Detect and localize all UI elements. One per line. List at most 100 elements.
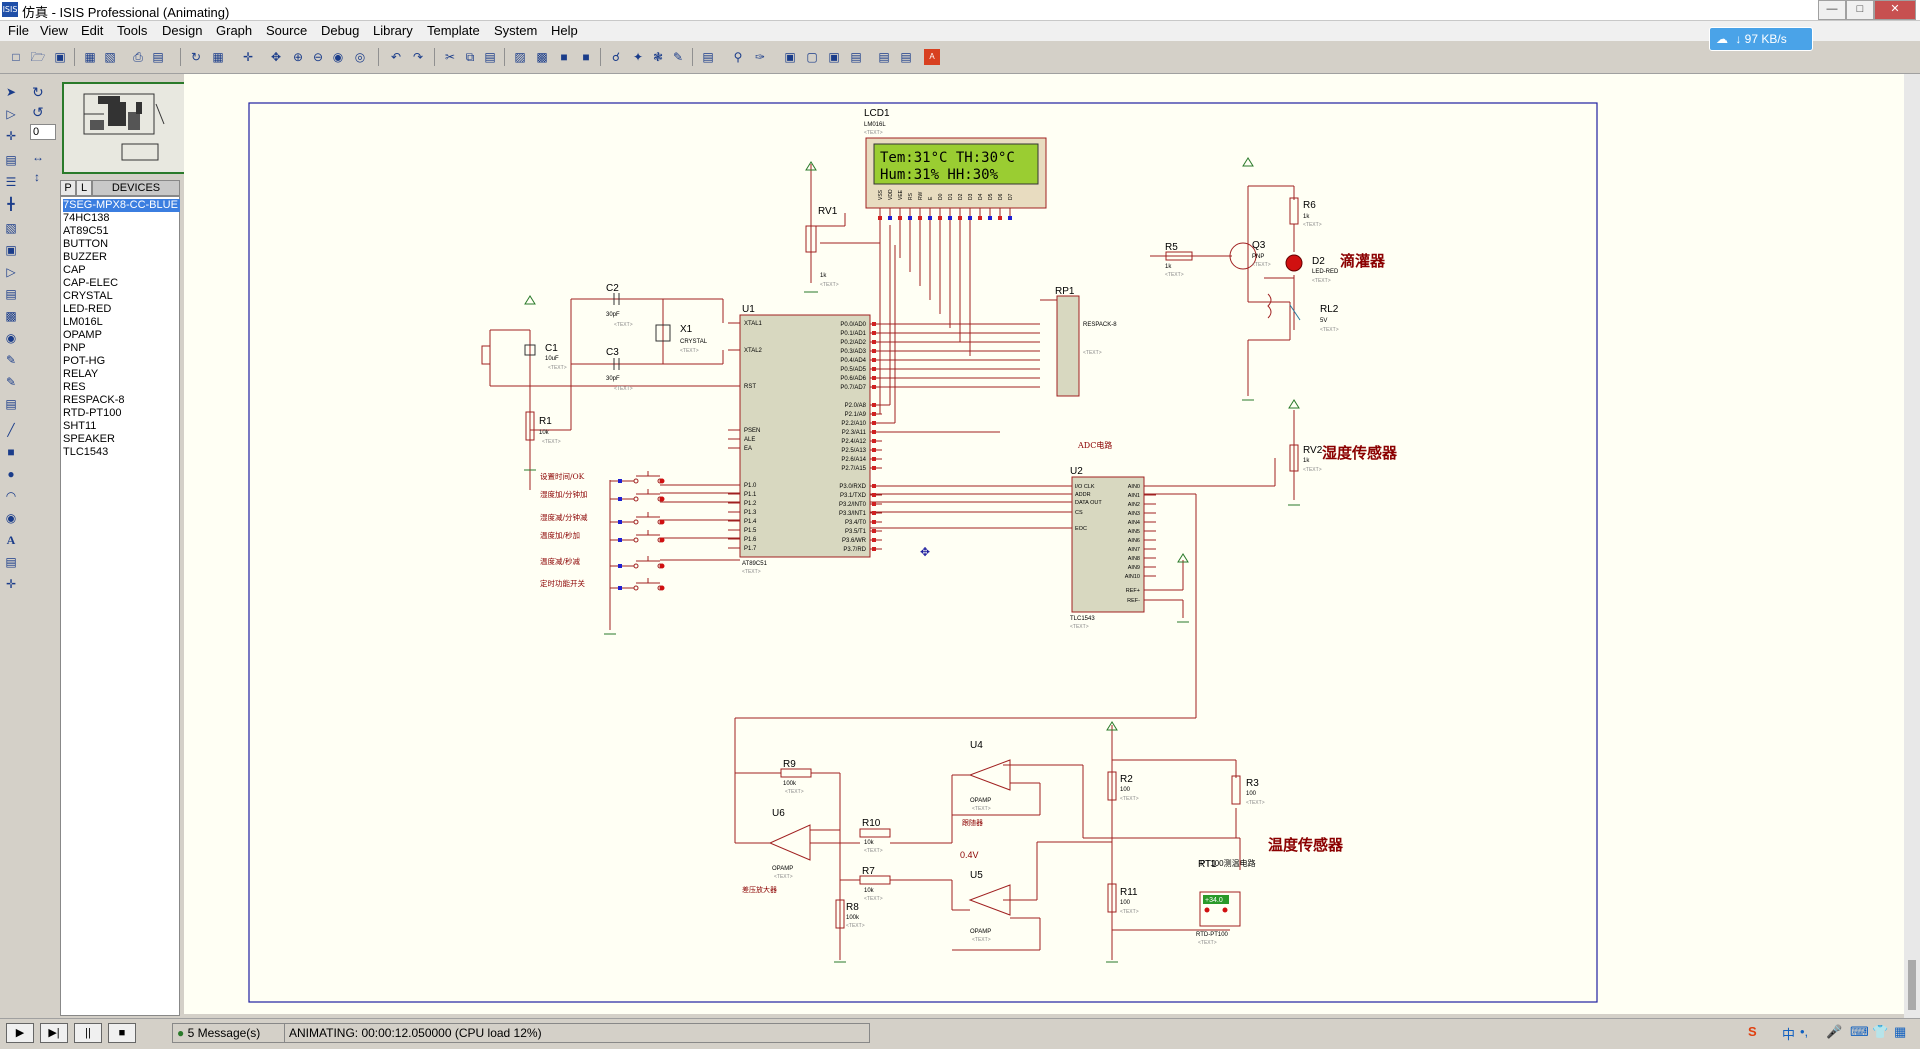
message-box[interactable]: ● 5 Message(s) [172, 1023, 288, 1043]
line-icon[interactable]: ╱ [7, 423, 15, 437]
pause-button[interactable]: || [74, 1023, 102, 1043]
menu-view[interactable]: View [40, 23, 68, 38]
device-item[interactable]: TLC1543 [63, 446, 109, 458]
close-button[interactable]: ✕ [1874, 0, 1916, 20]
rotation-angle-field[interactable]: 0 [30, 124, 56, 140]
device-item[interactable]: OPAMP [63, 329, 102, 341]
stop-button[interactable]: ■ [108, 1023, 136, 1043]
copy-icon[interactable]: ⧉ [465, 50, 475, 64]
path-icon[interactable]: ◉ [5, 511, 17, 525]
erc-report-icon[interactable]: ▤ [878, 50, 890, 64]
device-item[interactable]: RELAY [63, 368, 99, 380]
search-tag-icon[interactable]: ⚲ [733, 50, 743, 64]
origin-icon[interactable]: ✛ [242, 50, 254, 64]
punctuation-mode[interactable]: •, [1800, 1024, 1809, 1039]
tab-library[interactable]: L [76, 180, 92, 196]
decompose-icon[interactable]: ✎ [672, 50, 684, 64]
menu-edit[interactable]: Edit [81, 23, 104, 38]
circle-icon[interactable]: ● [7, 467, 15, 481]
device-item[interactable]: RTD-PT100 [63, 407, 122, 419]
pick-device-icon[interactable]: ☌ [611, 50, 621, 64]
menu-system[interactable]: System [494, 23, 538, 38]
menu-library[interactable]: Library [373, 23, 413, 38]
wire-label-icon[interactable]: ▤ [5, 153, 17, 167]
symbol-icon[interactable]: ▤ [5, 555, 17, 569]
bus-icon[interactable]: ╋ [7, 197, 15, 211]
minimize-button[interactable]: — [1818, 0, 1846, 20]
redo-icon[interactable]: ↷ [412, 50, 424, 64]
schematic-canvas[interactable]: Tem:31°C TH:30°C Hum:31% HH:30% LCD1 LM0… [184, 74, 1904, 1014]
save-icon[interactable]: ▣ [54, 50, 66, 64]
overview-window[interactable] [62, 82, 202, 174]
device-item[interactable]: RESPACK-8 [63, 394, 125, 406]
open-folder-icon[interactable]: 🗁 [30, 50, 46, 64]
voltage-probe-icon[interactable]: ✎ [5, 353, 17, 367]
remove-sheet-icon[interactable]: ▢ [806, 50, 818, 64]
block-rotate-icon[interactable]: ■ [560, 50, 568, 64]
play-button[interactable]: ▶ [6, 1023, 34, 1043]
pan-icon[interactable]: ✥ [270, 50, 282, 64]
device-item[interactable]: CRYSTAL [63, 290, 113, 302]
block-delete-icon[interactable]: ■ [582, 50, 590, 64]
device-item[interactable]: CAP [63, 264, 86, 276]
export-icon[interactable]: ▧ [104, 50, 116, 64]
text-script-icon[interactable]: ☰ [5, 175, 17, 189]
block-copy-icon[interactable]: ▨ [514, 50, 526, 64]
net-speed-widget[interactable]: ☁ ↓ 97 KB/s [1709, 27, 1813, 51]
device-item[interactable]: BUTTON [63, 238, 109, 250]
menu-file[interactable]: File [8, 23, 29, 38]
device-item[interactable]: RES [63, 381, 86, 393]
device-item[interactable]: LM016L [63, 316, 103, 328]
step-button[interactable]: ▶| [40, 1023, 68, 1043]
device-item[interactable]: SHT11 [63, 420, 97, 432]
selection-mode-icon[interactable]: ➤ [5, 85, 17, 99]
rotate-cw-icon[interactable]: ↻ [32, 84, 44, 100]
device-item[interactable]: AT89C51 [63, 225, 109, 237]
device-item[interactable]: BUZZER [63, 251, 107, 263]
exit-to-parent-icon[interactable]: ▣ [828, 50, 840, 64]
zoom-out-icon[interactable]: ⊖ [312, 50, 324, 64]
block-move-icon[interactable]: ▩ [536, 50, 548, 64]
menu-source[interactable]: Source [266, 23, 308, 38]
generator-icon[interactable]: ◉ [5, 331, 17, 345]
ime-mode[interactable]: 中 [1782, 1027, 1796, 1042]
microphone-icon[interactable]: 🎤 [1826, 1024, 1843, 1039]
device-item[interactable]: SPEAKER [63, 433, 115, 445]
zoom-area-icon[interactable]: ◎ [354, 50, 366, 64]
device-item[interactable]: LED-RED [63, 303, 112, 315]
subcircuit-icon[interactable]: ▧ [5, 221, 17, 235]
netlist-icon[interactable]: ▤ [900, 50, 912, 64]
cut-icon[interactable]: ✂ [444, 50, 456, 64]
junction-dot-icon[interactable]: ✛ [5, 129, 17, 143]
arc-icon[interactable]: ◠ [5, 489, 17, 503]
device-item[interactable]: 7SEG-MPX8-CC-BLUE [63, 199, 180, 212]
tab-pick-devices[interactable]: P [60, 180, 76, 196]
menu-debug[interactable]: Debug [321, 23, 360, 38]
undo-icon[interactable]: ↶ [390, 50, 402, 64]
rotate-ccw-icon[interactable]: ↺ [32, 104, 44, 120]
packaging-tool-icon[interactable]: ❃ [652, 50, 664, 64]
print-area-icon[interactable]: ▤ [152, 50, 164, 64]
device-item[interactable]: PNP [63, 342, 86, 354]
import-icon[interactable]: ▦ [84, 50, 96, 64]
mirror-x-icon[interactable]: ↔ [32, 150, 44, 164]
redraw-icon[interactable]: ↻ [190, 50, 202, 64]
tape-recorder-icon[interactable]: ▩ [5, 309, 17, 323]
device-item[interactable]: POT-HG [63, 355, 106, 367]
new-sheet-icon[interactable]: ▣ [784, 50, 796, 64]
new-file-icon[interactable]: □ [12, 50, 20, 64]
bom-report-icon[interactable]: ▤ [850, 50, 862, 64]
shirt-icon[interactable]: 👕 [1872, 1024, 1889, 1039]
mirror-y-icon[interactable]: ↕ [34, 170, 40, 184]
grid-icon[interactable]: ▦ [212, 50, 224, 64]
vertical-scrollbar[interactable] [1904, 74, 1920, 1020]
device-item[interactable]: CAP-ELEC [63, 277, 119, 289]
device-item[interactable]: 74HC138 [63, 212, 110, 224]
maximize-button[interactable]: □ [1846, 0, 1874, 20]
terminals-icon[interactable]: ▣ [5, 243, 17, 257]
paste-icon[interactable]: ▤ [484, 50, 496, 64]
virtual-instrument-icon[interactable]: ▤ [5, 397, 17, 411]
print-icon[interactable]: ⎙ [133, 50, 143, 64]
make-device-icon[interactable]: ✦ [632, 50, 644, 64]
